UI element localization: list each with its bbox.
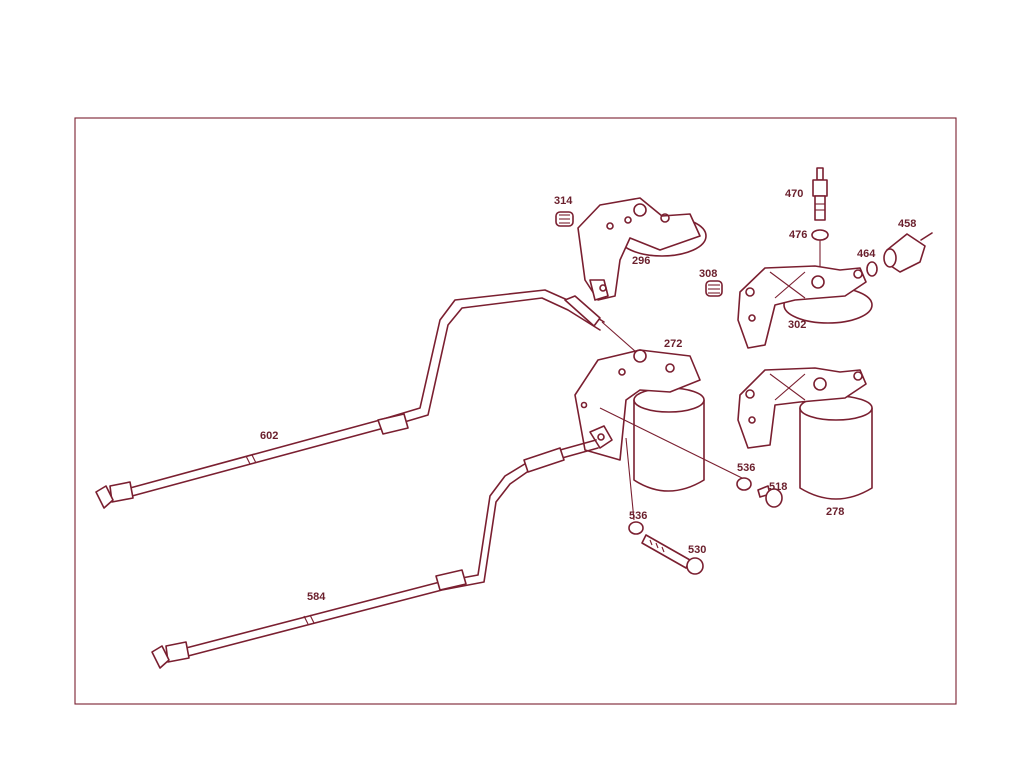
label-308: 308 — [699, 268, 718, 280]
label-476: 476 — [789, 229, 808, 241]
label-458: 458 — [898, 218, 917, 230]
label-602: 602 — [260, 430, 279, 442]
label-518: 518 — [769, 481, 788, 493]
label-464: 464 — [857, 248, 876, 260]
label-302: 302 — [788, 319, 807, 331]
label-530: 530 — [688, 544, 707, 556]
label-314: 314 — [554, 195, 573, 207]
part-314-plug — [555, 211, 574, 227]
part-536-washer-b — [628, 521, 644, 535]
part-464-washer — [866, 261, 878, 277]
leader-536-530 — [625, 437, 635, 521]
part-470-sensor — [812, 167, 828, 221]
diagram-frame — [74, 117, 957, 705]
label-584: 584 — [307, 591, 326, 603]
label-470: 470 — [785, 188, 804, 200]
part-308-spring — [705, 280, 723, 297]
leader-536-518 — [599, 407, 743, 479]
label-272: 272 — [664, 338, 683, 350]
label-536-upper: 536 — [737, 462, 756, 474]
part-302-bracket-head — [737, 265, 873, 349]
part-584-hose-line — [151, 439, 599, 669]
part-536-washer-a — [736, 477, 752, 491]
part-296-bracket-head — [577, 197, 707, 301]
part-458-switch — [883, 232, 933, 273]
part-272-filter-assembly — [574, 349, 705, 492]
label-296: 296 — [632, 255, 651, 267]
part-518-bolt — [757, 485, 783, 508]
part-476-washer — [811, 229, 829, 241]
part-602-hose-line — [95, 289, 605, 509]
label-536-lower: 536 — [629, 510, 648, 522]
part-530-bolt — [641, 534, 704, 575]
label-278: 278 — [826, 506, 845, 518]
leader-272 — [601, 321, 637, 353]
part-278-filter-assembly — [737, 367, 873, 500]
